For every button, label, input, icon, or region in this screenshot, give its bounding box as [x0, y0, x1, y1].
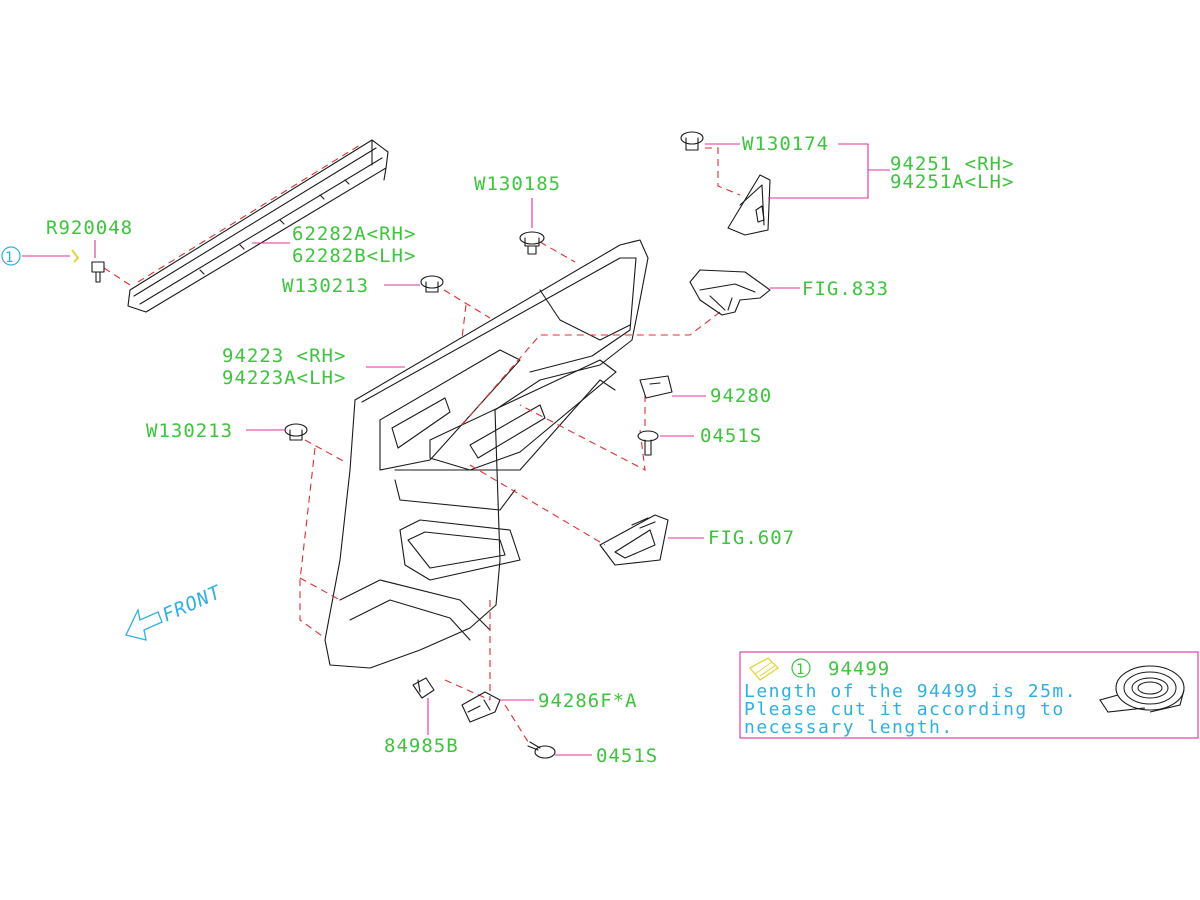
assembly-dash-lines	[299, 147, 741, 746]
tape-icon	[748, 657, 780, 681]
label-0451s-lower: 0451S	[596, 745, 658, 767]
switch-fig607[interactable]	[599, 514, 669, 566]
label-w130213-top: W130213	[282, 275, 369, 297]
label-r920048: R920048	[46, 217, 133, 239]
label-94251a: 94251A<LH>	[890, 171, 1014, 193]
bracket-94286f[interactable]	[461, 691, 501, 723]
note-line-2: Please cut it according to	[744, 699, 1065, 720]
label-w130185: W130185	[474, 173, 561, 195]
label-fig607[interactable]: FIG.607	[708, 527, 795, 549]
tape-icon-hatch	[754, 661, 777, 677]
front-arrow-icon	[125, 607, 163, 641]
label-94223: 94223 <RH>	[222, 345, 346, 367]
label-fig833[interactable]: FIG.833	[802, 278, 889, 300]
note-line-3: necessary length.	[744, 717, 954, 738]
label-62282b: 62282B<LH>	[292, 245, 416, 267]
callout-circle	[1, 246, 21, 266]
clip-r920048[interactable]	[91, 261, 105, 283]
label-94223a: 94223A<LH>	[222, 367, 346, 389]
clip-w130185[interactable]	[519, 231, 545, 255]
tape-icon-small	[71, 249, 80, 263]
front-label: FRONT	[159, 581, 225, 627]
callout-number: 1	[5, 250, 14, 266]
weatherstrip-part[interactable]	[127, 139, 389, 313]
note-part-number: 94499	[828, 658, 890, 680]
tape-roll-icon	[1099, 665, 1185, 713]
note-box: 1 94499 Length of the 94499 is 25m. Plea…	[739, 651, 1199, 739]
label-62282a: 62282A<RH>	[292, 223, 416, 245]
weatherstrip-dash	[103, 144, 361, 286]
label-94280: 94280	[710, 385, 772, 407]
clip-84985b[interactable]	[412, 677, 435, 699]
label-94286f: 94286F*A	[538, 690, 638, 712]
handle-fig833[interactable]	[689, 269, 771, 316]
leader-94251	[768, 143, 869, 199]
note-line-1: Length of the 94499 is 25m.	[744, 681, 1077, 702]
clip-w130213-bottom[interactable]	[284, 423, 308, 441]
cover-94251[interactable]	[727, 174, 771, 236]
label-84985b: 84985B	[384, 735, 459, 757]
door-trim-panel[interactable]	[324, 239, 649, 669]
part-94280[interactable]	[639, 375, 673, 399]
note-ref-circle	[791, 658, 811, 678]
label-0451s-upper: 0451S	[700, 425, 762, 447]
label-94251: 94251 <RH>	[890, 153, 1014, 175]
label-w130213-bottom: W130213	[146, 420, 233, 442]
note-ref-number: 1	[796, 662, 805, 678]
clip-w130213-top[interactable]	[420, 275, 444, 293]
screw-0451s-lower[interactable]	[527, 741, 556, 759]
label-w130174: W130174	[742, 133, 829, 155]
screw-0451s-upper[interactable]	[637, 430, 659, 456]
clip-w130174[interactable]	[680, 131, 704, 151]
